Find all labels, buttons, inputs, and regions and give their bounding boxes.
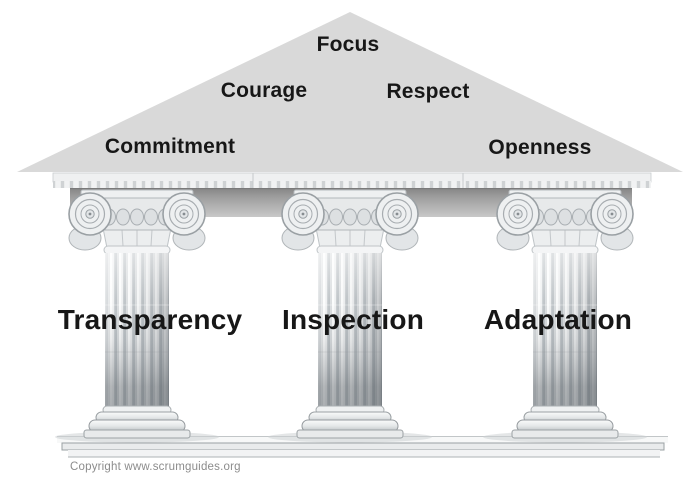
scrum-value-commitment: Commitment [104,135,236,158]
copyright-text: Copyright www.scrumguides.org [70,461,241,473]
pillar-label-inspection: Inspection [281,304,425,335]
scrum-value-respect: Respect [386,80,470,103]
scrum-value-focus: Focus [316,33,380,56]
scrum-value-openness: Openness [488,136,592,159]
pillar-label-adaptation: Adaptation [483,304,633,335]
pillar-label-transparency: Transparency [57,304,243,335]
scrum-value-courage: Courage [220,79,308,102]
